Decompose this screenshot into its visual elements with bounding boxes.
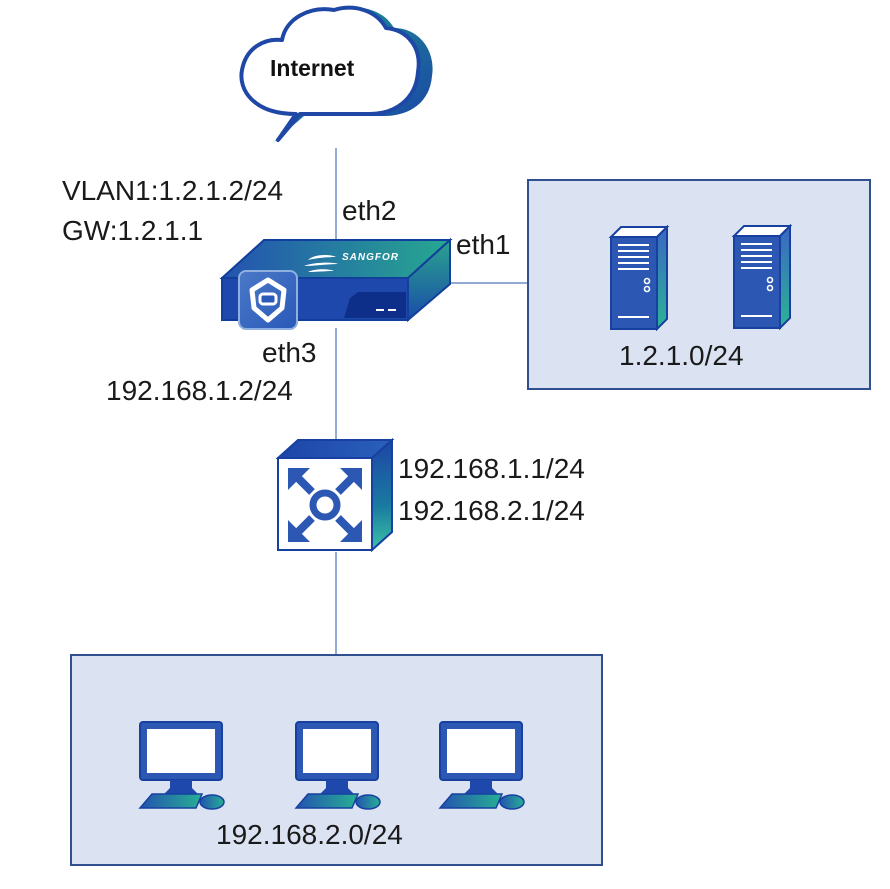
client-subnet-label: 192.168.2.0/24 <box>216 819 403 850</box>
shield-icon <box>249 277 287 323</box>
switch-ip-2: 192.168.2.1/24 <box>398 495 585 526</box>
switch-ip-1: 192.168.1.1/24 <box>398 453 585 484</box>
server-zone[interactable]: 1.2.1.0/24 <box>527 179 871 390</box>
server-1[interactable] <box>607 224 671 332</box>
server-subnet-label: 1.2.1.0/24 <box>619 340 744 371</box>
client-zone[interactable]: 192.168.2.0/24 <box>70 654 603 866</box>
server-icon <box>608 224 670 332</box>
server-2[interactable] <box>730 223 794 331</box>
eth3-label: eth3 <box>262 337 317 368</box>
eth2-label: eth2 <box>342 195 397 226</box>
firewall-appliance-icon <box>219 237 453 323</box>
internet-node[interactable]: Internet <box>234 2 438 148</box>
pc-icon <box>438 721 525 810</box>
cloud-icon <box>239 5 433 143</box>
pc-3[interactable] <box>438 720 528 812</box>
internet-label: Internet <box>270 55 355 81</box>
pc-icon <box>294 721 381 810</box>
switch-node[interactable] <box>275 437 395 554</box>
eth3-ip-label: 192.168.1.2/24 <box>106 375 293 406</box>
gateway-label: GW:1.2.1.1 <box>62 215 204 246</box>
pc-1[interactable] <box>138 720 228 812</box>
pc-2[interactable] <box>294 720 384 812</box>
layer3-switch-icon <box>275 437 395 553</box>
shield-badge <box>238 270 298 330</box>
brand-label: SANGFOR <box>342 252 399 263</box>
eth1-label: eth1 <box>456 229 511 260</box>
server-icon <box>731 223 793 331</box>
pc-icon <box>138 721 225 810</box>
vlan-label: VLAN1:1.2.1.2/24 <box>62 175 284 206</box>
firewall-node[interactable]: SANGFOR <box>218 236 454 332</box>
